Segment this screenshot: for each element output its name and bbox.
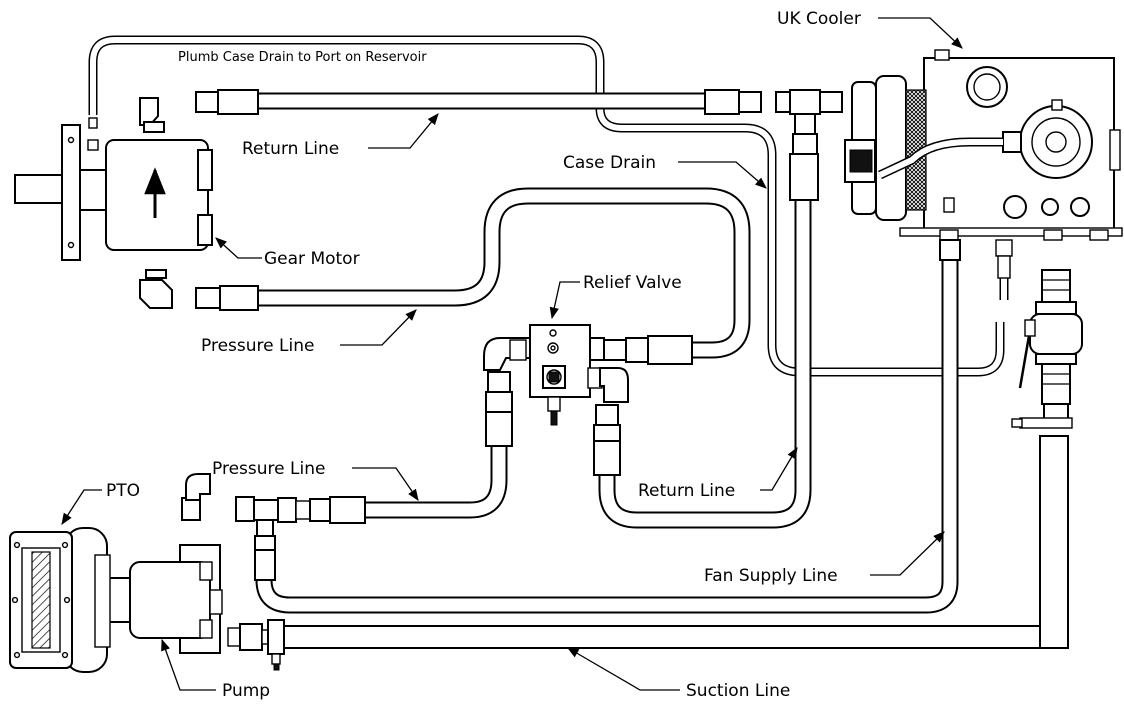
label-pump: Pump	[222, 681, 270, 701]
leader-lines	[61, 17, 963, 691]
relief-valve	[529, 324, 591, 426]
label-case-drain: Case Drain	[563, 153, 656, 173]
uk-cooler	[844, 49, 1123, 279]
relief-valve-fittings	[483, 335, 693, 476]
label-fan-supply-line: Fan Supply Line	[704, 566, 838, 586]
pump-tee-fitting	[181, 473, 366, 581]
cooler-internal-tube	[878, 137, 1003, 180]
label-pto: PTO	[106, 481, 140, 501]
label-return-line-top: Return Line	[242, 139, 339, 159]
label-suction-line: Suction Line	[686, 681, 790, 701]
label-relief-valve: Relief Valve	[583, 273, 682, 293]
suction-inlet-fittings	[227, 619, 285, 671]
label-case-drain-note: Plumb Case Drain to Port on Reservoir	[178, 50, 427, 65]
pto	[9, 527, 111, 673]
pressure-line-lower-hose	[365, 445, 508, 519]
gear-motor	[14, 117, 213, 261]
label-pressure-line-upper: Pressure Line	[201, 336, 314, 356]
label-return-line-lower: Return Line	[638, 481, 735, 501]
fan-supply-line-hose	[255, 260, 959, 614]
label-gear-motor: Gear Motor	[264, 249, 360, 269]
return-line-lower-hose	[598, 200, 812, 529]
pressure-line-upper-hose	[258, 187, 751, 359]
tank-shutoff-valve	[1011, 269, 1083, 429]
pump	[107, 544, 223, 654]
label-pressure-line-lower: Pressure Line	[212, 459, 325, 479]
gear-motor-pressure-fitting	[139, 269, 259, 311]
gear-motor-return-fitting	[139, 89, 762, 133]
cooler-inlet-tee	[775, 89, 843, 201]
label-uk-cooler: UK Cooler	[777, 9, 861, 29]
